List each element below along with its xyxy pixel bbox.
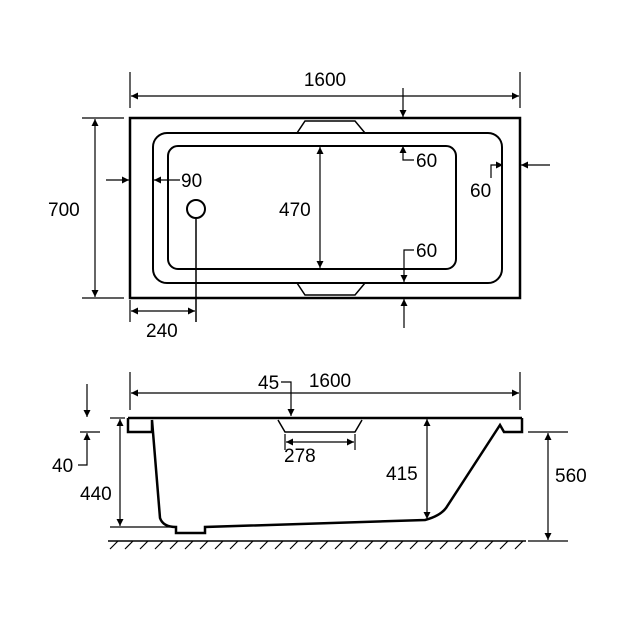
plan-rim-end-leader [490,161,503,178]
plan-rim-bottom-label: 60 [416,241,437,262]
plan-outer-rim [128,116,522,300]
plan-rim-top-label: 60 [416,151,437,172]
plan-inner-width-label: 470 [279,200,311,221]
plan-floor-outline [167,145,457,270]
side-bath-profile [126,418,524,535]
plan-length-label: 1600 [304,70,346,91]
plan-handle-top [296,120,366,134]
plan-waste-hole [186,199,206,219]
side-view: 1600 45 278 415 560 440 40 [52,371,587,550]
side-handle-offset-label: 45 [258,373,279,394]
plan-rim-top-leader [399,146,414,161]
plan-handle-bottom [296,282,366,296]
side-handle-offset-leader [281,381,295,416]
plan-view: 1600 700 470 90 240 60 60 60 [48,70,550,342]
side-inner-depth-label: 415 [386,464,418,485]
plan-rim-bottom-leader [400,249,414,282]
side-handle [277,419,363,433]
plan-rim-90-label: 90 [181,171,202,192]
side-height-label: 560 [555,466,587,487]
side-length-label: 1600 [309,371,351,392]
plan-waste-label: 240 [146,321,178,342]
side-depth-label: 440 [80,484,112,505]
floor-hatching [109,540,524,550]
side-rim-thickness-label: 40 [52,456,73,477]
plan-bowl-outline [152,132,503,284]
side-handle-length-label: 278 [284,446,316,467]
plan-rim-end-label: 60 [470,181,491,202]
side-rim-thickness-leader [78,433,91,466]
plan-width-label: 700 [48,200,80,221]
